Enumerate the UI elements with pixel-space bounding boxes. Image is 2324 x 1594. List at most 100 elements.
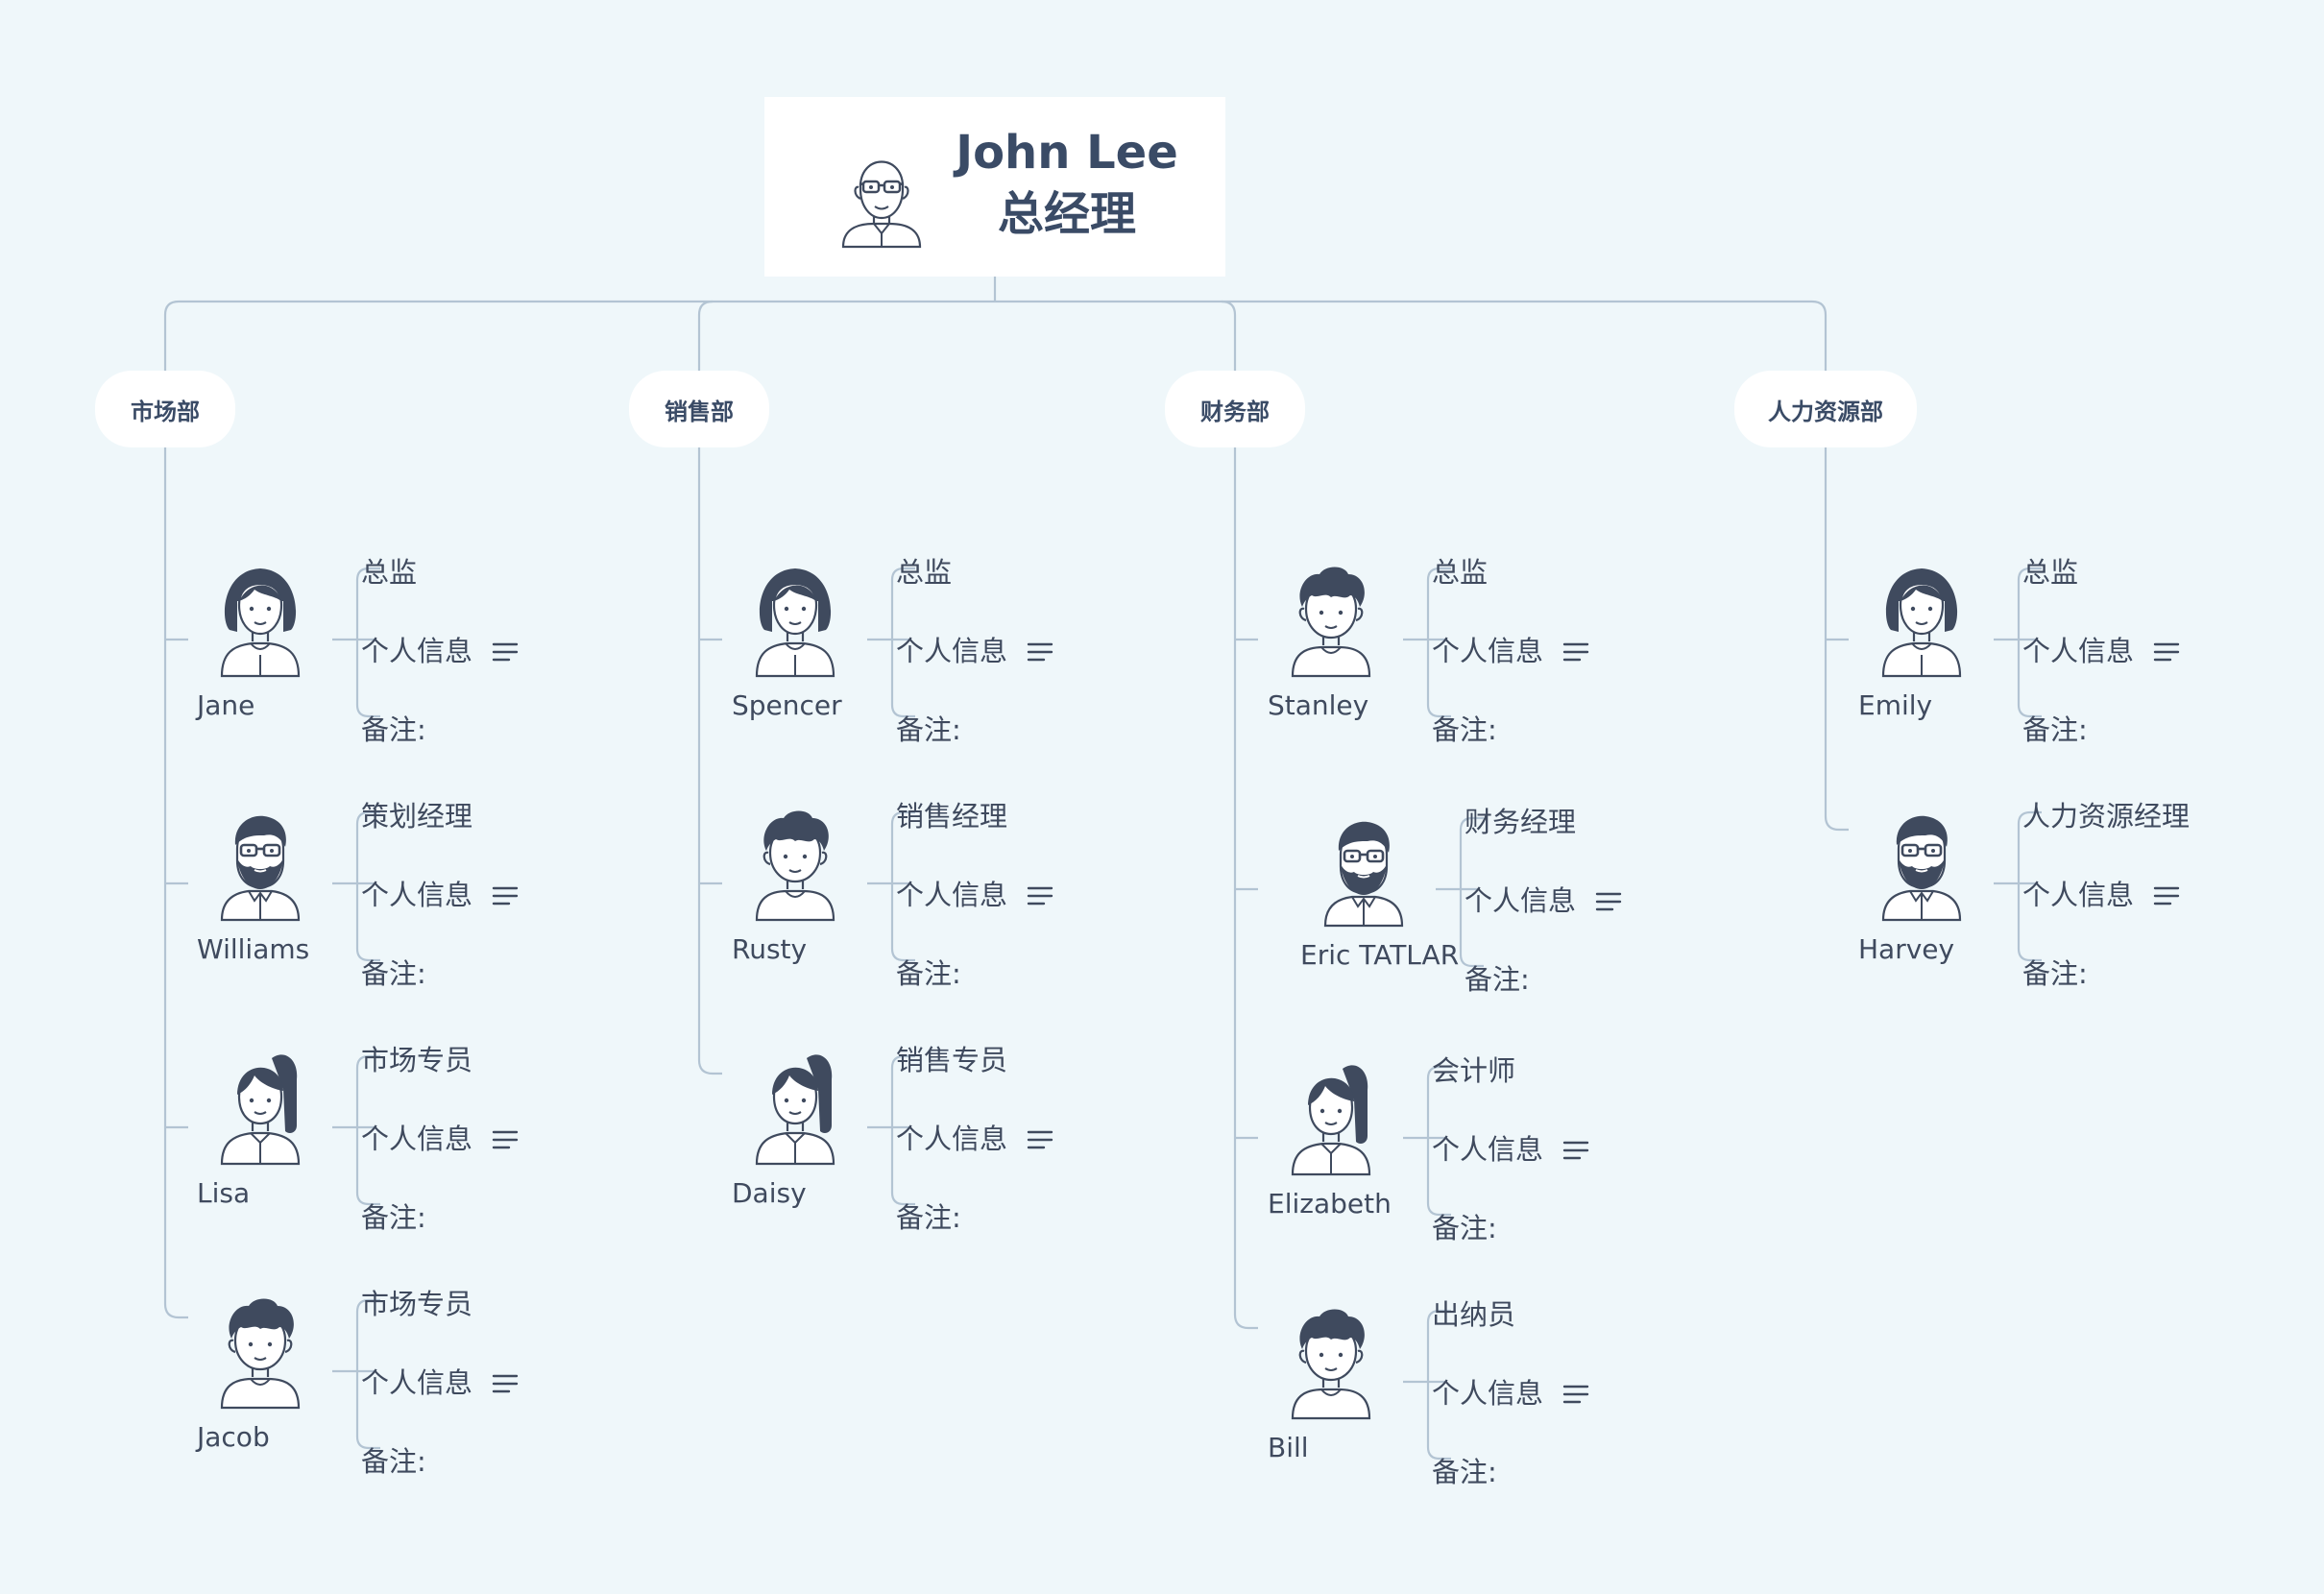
woman-long-hair-icon [1881, 568, 1962, 678]
remarks-topic[interactable]: 备注: [361, 957, 426, 990]
employee-name: Harvey [1858, 933, 1955, 965]
employee-node[interactable]: Harvey 人力资源经理 个人信息 备注: [1825, 800, 2324, 999]
root-name: John Lee [956, 126, 1178, 180]
notes-icon[interactable] [1562, 640, 1589, 664]
employee-name: Eric TATLAR [1300, 939, 1460, 971]
employee-role: 销售专员 [896, 1044, 1008, 1076]
personal-info-topic[interactable]: 个人信息 [896, 879, 1008, 911]
employee-name: Stanley [1268, 689, 1369, 721]
personal-info-topic[interactable]: 个人信息 [361, 1366, 473, 1399]
bearded-man-glasses-icon [1323, 821, 1404, 928]
woman-ponytail-icon [755, 1054, 835, 1166]
department-node[interactable]: 财务部 [1165, 371, 1305, 447]
personal-info-topic[interactable]: 个人信息 [1432, 1377, 1544, 1410]
curly-man-icon [1291, 567, 1371, 678]
root-node[interactable]: John Lee 总经理 [764, 97, 1225, 277]
notes-icon[interactable] [492, 884, 519, 907]
remarks-topic[interactable]: 备注: [2022, 957, 2088, 990]
woman-long-hair-icon [755, 568, 835, 678]
employee-node[interactable]: Daisy 销售专员 个人信息 备注: [698, 1044, 1274, 1243]
employee-role: 总监 [361, 556, 418, 589]
remarks-topic[interactable]: 备注: [361, 1445, 426, 1478]
personal-info-topic[interactable]: 个人信息 [361, 635, 473, 667]
bald-man-glasses-icon [841, 160, 922, 249]
notes-icon[interactable] [492, 1128, 519, 1151]
employee-name: Lisa [197, 1177, 251, 1209]
employee-role: 销售经理 [896, 800, 1008, 833]
department-node[interactable]: 人力资源部 [1734, 371, 1917, 447]
remarks-topic[interactable]: 备注: [896, 713, 961, 746]
notes-icon[interactable] [492, 640, 519, 664]
employee-role: 总监 [896, 556, 953, 589]
personal-info-topic[interactable]: 个人信息 [1465, 884, 1577, 917]
employee-node[interactable]: Bill 出纳员 个人信息 备注: [1234, 1298, 1810, 1497]
employee-role: 人力资源经理 [2022, 800, 2191, 833]
notes-icon[interactable] [1027, 640, 1053, 664]
employee-node[interactable]: Rusty 销售经理 个人信息 备注: [698, 800, 1274, 999]
notes-icon[interactable] [1027, 884, 1053, 907]
remarks-topic[interactable]: 备注: [1432, 1456, 1497, 1488]
department-node[interactable]: 市场部 [95, 371, 235, 447]
employee-role: 策划经理 [361, 800, 473, 833]
employee-role: 总监 [1432, 556, 1489, 589]
personal-info-topic[interactable]: 个人信息 [1432, 1133, 1544, 1166]
personal-info-topic[interactable]: 个人信息 [2022, 879, 2135, 911]
employee-name: Jacob [197, 1421, 270, 1453]
employee-node[interactable]: Jane 总监 个人信息 备注: [163, 556, 739, 755]
woman-ponytail-icon [1291, 1065, 1371, 1176]
notes-icon[interactable] [1027, 1128, 1053, 1151]
employee-name: Daisy [732, 1177, 807, 1209]
curly-man-icon [1291, 1309, 1371, 1420]
remarks-topic[interactable]: 备注: [2022, 713, 2088, 746]
personal-info-topic[interactable]: 个人信息 [896, 1123, 1008, 1155]
personal-info-topic[interactable]: 个人信息 [2022, 635, 2135, 667]
curly-man-icon [220, 1298, 301, 1410]
remarks-topic[interactable]: 备注: [361, 1201, 426, 1234]
employee-node[interactable]: Eric TATLAR 财务经理 个人信息 备注: [1267, 806, 1843, 1004]
root-title: 总经理 [997, 187, 1136, 241]
department-node[interactable]: 销售部 [629, 371, 769, 447]
personal-info-topic[interactable]: 个人信息 [361, 1123, 473, 1155]
notes-icon[interactable] [1562, 1139, 1589, 1162]
notes-icon[interactable] [492, 1372, 519, 1395]
employee-node[interactable]: Stanley 总监 个人信息 备注: [1234, 556, 1810, 755]
woman-ponytail-icon [220, 1054, 301, 1166]
employee-role: 会计师 [1432, 1054, 1516, 1087]
employee-name: Bill [1268, 1432, 1309, 1463]
remarks-topic[interactable]: 备注: [896, 957, 961, 990]
employee-node[interactable]: Jacob 市场专员 个人信息 备注: [163, 1288, 739, 1486]
employee-role: 出纳员 [1432, 1298, 1516, 1331]
curly-man-icon [755, 810, 835, 922]
personal-info-topic[interactable]: 个人信息 [896, 635, 1008, 667]
notes-icon[interactable] [1562, 1383, 1589, 1406]
employee-name: Emily [1858, 689, 1933, 721]
woman-long-hair-icon [220, 568, 301, 678]
personal-info-topic[interactable]: 个人信息 [1432, 635, 1544, 667]
employee-name: Elizabeth [1268, 1188, 1392, 1220]
employee-name: Spencer [732, 689, 842, 721]
employee-role: 市场专员 [361, 1044, 473, 1076]
employee-name: Williams [197, 933, 310, 965]
remarks-topic[interactable]: 备注: [1465, 963, 1530, 996]
bearded-man-glasses-icon [1881, 815, 1962, 922]
remarks-topic[interactable]: 备注: [1432, 1212, 1497, 1244]
employee-role: 市场专员 [361, 1288, 473, 1320]
remarks-topic[interactable]: 备注: [361, 713, 426, 746]
employee-node[interactable]: Williams 策划经理 个人信息 备注: [163, 800, 739, 999]
employee-name: Jane [197, 689, 255, 721]
bearded-man-glasses-icon [220, 815, 301, 922]
notes-icon[interactable] [2153, 884, 2180, 907]
employee-node[interactable]: Emily 总监 个人信息 备注: [1825, 556, 2324, 755]
employee-name: Rusty [732, 933, 808, 965]
remarks-topic[interactable]: 备注: [896, 1201, 961, 1234]
employee-node[interactable]: Lisa 市场专员 个人信息 备注: [163, 1044, 739, 1243]
employee-role: 总监 [2022, 556, 2079, 589]
notes-icon[interactable] [2153, 640, 2180, 664]
remarks-topic[interactable]: 备注: [1432, 713, 1497, 746]
notes-icon[interactable] [1595, 890, 1622, 913]
employee-role: 财务经理 [1465, 806, 1577, 838]
employee-node[interactable]: Elizabeth 会计师 个人信息 备注: [1234, 1054, 1810, 1253]
employee-node[interactable]: Spencer 总监 个人信息 备注: [698, 556, 1274, 755]
personal-info-topic[interactable]: 个人信息 [361, 879, 473, 911]
